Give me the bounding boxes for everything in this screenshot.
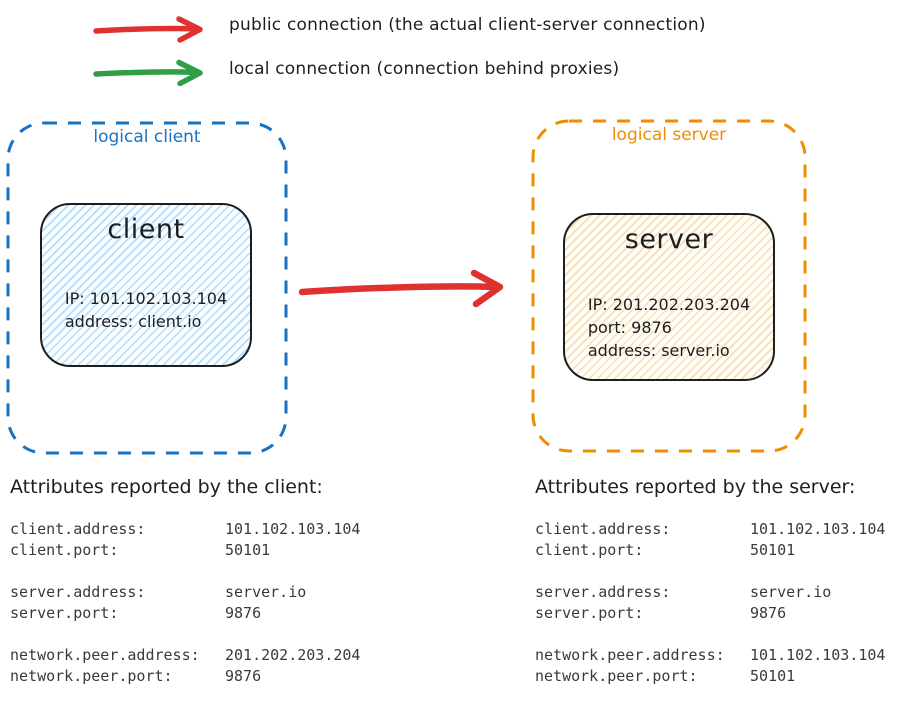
attr-value: server.io [750, 583, 832, 601]
attr-key: client.port: [10, 541, 119, 559]
attr-row-server-address: server.address: server.io [535, 582, 900, 603]
attr-value: 50101 [750, 667, 796, 685]
attr-value: 50101 [225, 541, 271, 559]
public-connection-label: public connection (the actual client-ser… [229, 15, 706, 35]
logical-server-label: logical server [611, 125, 727, 145]
client-node-address: address: client.io [64, 312, 202, 331]
attr-key: network.peer.address: [10, 646, 200, 664]
attr-row-server-address: server.address: server.io [10, 582, 390, 603]
attr-row-network-peer-address: network.peer.address: 101.102.103.104 [535, 645, 900, 666]
client-attributes-block: Attributes reported by the client: clien… [10, 476, 390, 687]
public-connection-arrow-icon [93, 16, 203, 43]
attr-row-network-peer-address: network.peer.address: 201.202.203.204 [10, 645, 390, 666]
attr-row-server-port: server.port: 9876 [10, 603, 390, 624]
attr-key: client.address: [10, 520, 146, 538]
attr-value: 101.102.103.104 [750, 646, 886, 664]
attr-value: 9876 [225, 604, 262, 622]
attr-key: network.peer.port: [10, 667, 173, 685]
server-node: server IP: 201.202.203.204 port: 9876 ad… [563, 213, 775, 381]
attr-key: client.port: [535, 541, 644, 559]
client-node-ip: IP: 101.102.103.104 [64, 289, 228, 308]
attr-row-network-peer-port: network.peer.port: 9876 [10, 666, 390, 687]
local-connection-arrow-icon [93, 59, 203, 86]
server-node-address: address: server.io [587, 341, 730, 360]
attr-row-client-port: client.port: 50101 [535, 540, 900, 561]
server-node-title: server [624, 224, 714, 255]
attr-row-client-port: client.port: 50101 [10, 540, 390, 561]
attr-value: server.io [225, 583, 307, 601]
attr-value: 50101 [750, 541, 796, 559]
server-attributes-heading: Attributes reported by the server: [535, 476, 856, 498]
attr-key: server.port: [10, 604, 119, 622]
attr-key: server.address: [10, 583, 146, 601]
attr-key: server.port: [535, 604, 644, 622]
client-server-arrow-icon [298, 269, 504, 308]
attr-row-server-port: server.port: 9876 [535, 603, 900, 624]
attr-key: server.address: [535, 583, 671, 601]
attr-key: client.address: [535, 520, 671, 538]
attr-value: 9876 [750, 604, 787, 622]
attr-row-network-peer-port: network.peer.port: 50101 [535, 666, 900, 687]
logical-client-box [6, 121, 288, 455]
attr-value: 201.202.203.204 [225, 646, 361, 664]
server-node-port: port: 9876 [587, 318, 672, 337]
logical-client-label: logical client [93, 127, 201, 147]
client-node: client IP: 101.102.103.104 address: clie… [40, 203, 252, 367]
server-node-ip: IP: 201.202.203.204 [587, 295, 751, 314]
server-attributes-block: Attributes reported by the server: clien… [535, 476, 900, 687]
attr-value: 101.102.103.104 [225, 520, 361, 538]
attr-row-client-address: client.address: 101.102.103.104 [535, 519, 900, 540]
client-attributes-heading: Attributes reported by the client: [10, 476, 323, 498]
attr-value: 101.102.103.104 [750, 520, 886, 538]
attr-key: network.peer.port: [535, 667, 698, 685]
attr-value: 9876 [225, 667, 262, 685]
client-node-title: client [107, 214, 185, 245]
attr-key: network.peer.address: [535, 646, 725, 664]
logical-server-box [531, 119, 807, 453]
local-connection-label: local connection (connection behind prox… [229, 59, 620, 79]
attr-row-client-address: client.address: 101.102.103.104 [10, 519, 390, 540]
